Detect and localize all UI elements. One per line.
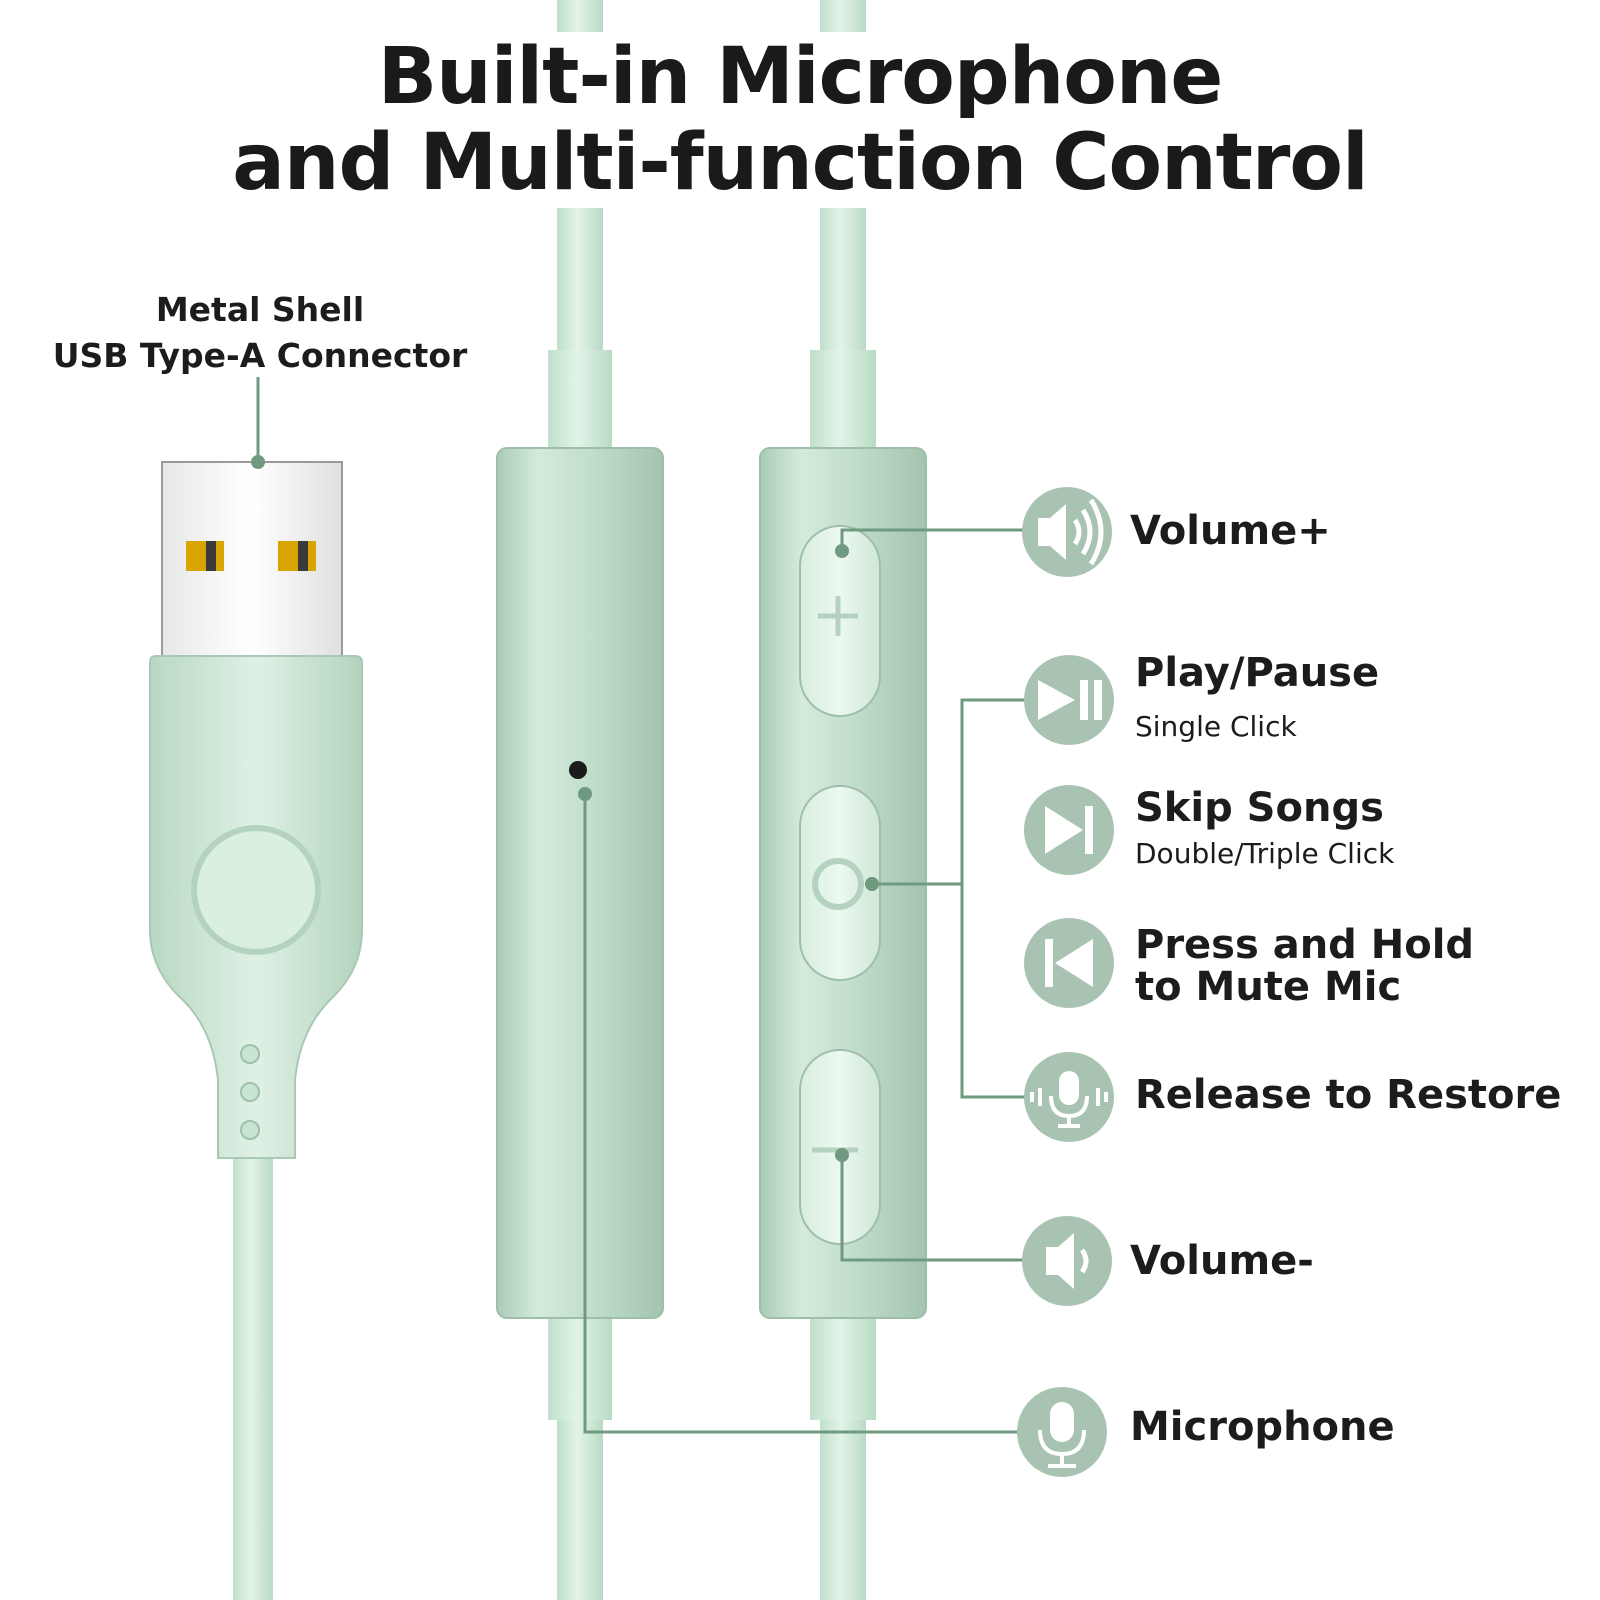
leader-lines [256,377,1027,1434]
usb-ring [191,825,321,955]
play-pause-sublabel: Single Click [1135,710,1297,743]
microphone-label: Microphone [1130,1404,1395,1450]
page-title-line-1: Built-in Microphone [0,32,1600,122]
usb-label-line-2: USB Type-A Connector [52,336,468,375]
usb-connector [149,461,363,1600]
skip-songs-label: Skip Songs [1135,785,1384,831]
speaker-loud-icon [1022,487,1112,577]
skip-songs-sublabel: Double/Triple Click [1135,837,1395,870]
microphone-wave-icon [1024,1052,1114,1142]
play-pause-icon [1024,655,1114,745]
leader-dot [865,877,879,891]
usb-grip-dot [240,1120,260,1140]
cable-right-collar [810,1310,876,1420]
pod-body [496,447,664,1319]
usb-cable [233,1150,273,1600]
microphone-pod [496,350,664,1600]
usb-grip-dot [240,1044,260,1064]
microphone-icon [1017,1387,1107,1477]
leader-dots [251,455,879,1162]
leader-dot [835,1148,849,1162]
page-title-line-2: and Multi-function Control [0,118,1600,208]
volume-up-label: Volume+ [1130,508,1331,554]
skip-forward-icon [1024,785,1114,875]
cable-left-collar [548,1310,612,1420]
skip-back-icon [1024,918,1114,1008]
usb-label-line-1: Metal Shell [155,290,365,329]
mute-label-line-2: to Mute Mic [1135,964,1402,1010]
microphone-hole [569,761,587,779]
usb-pin-slot [298,541,308,571]
restore-label: Release to Restore [1135,1072,1562,1118]
volume-down-label: Volume- [1130,1238,1314,1284]
cable-left-collar [548,350,612,450]
mute-label-line-1: Press and Hold [1135,922,1475,968]
control-pod [759,350,927,1600]
leader-dot [251,455,265,469]
usb-grip-dot [240,1082,260,1102]
usb-pin [278,541,316,571]
circle-icon [812,858,864,910]
leader-multifunction [872,698,1027,1099]
plus-icon [818,596,858,636]
leader-microphone [583,794,1020,1434]
play-pause-label: Play/Pause [1135,650,1380,696]
speaker-low-icon [1022,1216,1112,1306]
volume-down-button[interactable] [799,1049,881,1245]
leader-dot [835,544,849,558]
leader-volume-down [840,1155,1025,1262]
usb-pin-slot [206,541,216,571]
usb-pin [186,541,224,571]
leader-dot [578,787,592,801]
cable-right-collar [810,350,876,450]
